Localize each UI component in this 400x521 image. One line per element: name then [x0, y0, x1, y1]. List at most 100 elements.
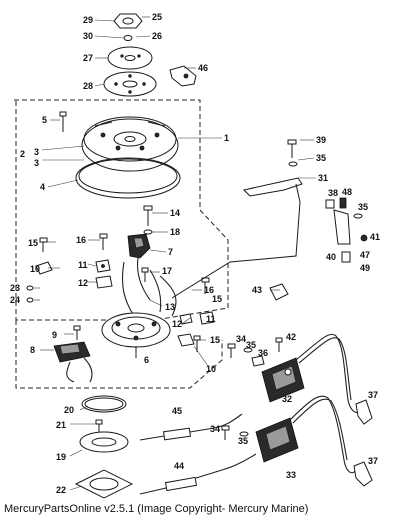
part-label: 2	[20, 149, 25, 159]
part-label: 34	[210, 424, 220, 434]
part-label: 16	[76, 235, 86, 245]
part-label: 28	[83, 81, 93, 91]
link-arm-31	[171, 177, 303, 299]
part-label: 40	[326, 252, 336, 262]
clip-10-left	[35, 261, 53, 275]
part-label: 10	[30, 264, 40, 274]
flywheel-nut	[113, 13, 143, 41]
part-label: 34	[236, 334, 246, 344]
clip-12-right	[179, 313, 193, 325]
part-label: 4	[40, 182, 45, 192]
screw-14	[143, 205, 153, 235]
washer-35-mid	[243, 347, 253, 353]
part-label: 45	[172, 406, 182, 416]
clip-11	[95, 259, 111, 273]
part-label: 13	[165, 302, 175, 312]
part-label: 43	[252, 285, 262, 295]
part-label: 32	[282, 394, 292, 404]
lead-44	[139, 453, 257, 495]
copyright-caption: MercuryPartsOnline v2.5.1 (Image Copyrig…	[4, 503, 309, 515]
part-label: 8	[30, 345, 35, 355]
part-label: 48	[342, 187, 352, 197]
part-label: 14	[170, 208, 180, 218]
part-label: 36	[258, 348, 268, 358]
part-label: 17	[162, 266, 172, 276]
part-label: 25	[152, 12, 162, 22]
part-label: 9	[52, 330, 57, 340]
part-label: 37	[368, 390, 378, 400]
leader-lines	[34, 16, 316, 491]
part-label: 39	[316, 135, 326, 145]
part-label: 38	[328, 188, 338, 198]
part-label: 37	[368, 456, 378, 466]
part-label: 33	[286, 470, 296, 480]
part-label: 35	[238, 436, 248, 446]
part-label: 44	[174, 461, 184, 471]
flywheel	[81, 116, 179, 172]
part-label: 21	[56, 420, 66, 430]
screw-5	[59, 111, 67, 132]
part-labels: 29 30 25 26 27 46 28 5 1 2 3 3 4 14 18 7…	[10, 12, 380, 495]
part-label: 6	[144, 355, 149, 365]
screw-34-top	[227, 343, 236, 358]
plate-19	[79, 431, 129, 453]
hv-leads	[289, 333, 361, 474]
part-label: 16	[204, 285, 214, 295]
screw-17	[141, 267, 149, 282]
part-label: 7	[168, 247, 173, 257]
ring-band	[75, 157, 181, 199]
part-label: 42	[286, 332, 296, 342]
screw-34-bottom	[221, 425, 230, 440]
exploded-parts-diagram: 29 30 25 26 27 46 28 5 1 2 3 3 4 14 18 7…	[10, 12, 380, 499]
screw-15-mid	[201, 277, 210, 294]
clip-10-right	[177, 333, 195, 347]
linkage-38-48	[325, 197, 368, 263]
part-label: 46	[198, 63, 208, 73]
part-label: 35	[358, 202, 368, 212]
part-label: 24	[10, 295, 20, 305]
screw-21	[95, 419, 103, 432]
part-label: 10	[206, 364, 216, 374]
plate-22	[74, 469, 134, 499]
plug-boot-37-bottom	[353, 461, 373, 487]
part-label: 15	[210, 335, 220, 345]
part-label: 3	[34, 158, 39, 168]
part-label: 5	[42, 115, 47, 125]
part-label: 11	[206, 314, 216, 324]
part-label: 20	[64, 405, 74, 415]
part-label: 15	[28, 238, 38, 248]
coil-assembly	[53, 325, 93, 383]
ring-20	[81, 395, 127, 413]
washer-23	[26, 285, 34, 303]
part-label: 15	[212, 294, 222, 304]
screw-15-right	[193, 335, 201, 352]
washer-plate	[107, 46, 153, 70]
part-label: 41	[370, 232, 380, 242]
part-label: 23	[10, 283, 20, 293]
part-label: 18	[170, 227, 180, 237]
part-label: 30	[83, 31, 93, 41]
part-label: 31	[318, 173, 328, 183]
coil-32	[261, 357, 305, 403]
lower-boundary	[15, 320, 223, 389]
bolt-39	[287, 139, 297, 158]
washer-35-top	[288, 161, 298, 167]
clip-11-right	[199, 311, 215, 325]
part-label: 49	[360, 263, 370, 273]
part-label: 26	[152, 31, 162, 41]
trigger-module	[127, 233, 151, 301]
part-label: 27	[83, 53, 93, 63]
stator-plate	[101, 261, 177, 358]
part-label: 47	[360, 250, 370, 260]
coil-33	[255, 417, 299, 463]
plug-boot-37-top	[355, 399, 373, 425]
part-label: 12	[172, 319, 182, 329]
part-label: 35	[246, 340, 256, 350]
washer-35-bottom	[239, 431, 249, 437]
screw-16-left	[99, 233, 108, 250]
screw-15-left	[39, 237, 48, 252]
part-label: 3	[34, 147, 39, 157]
bracket-46	[169, 65, 197, 87]
starter-cup	[103, 71, 157, 97]
part-label: 11	[78, 260, 88, 270]
